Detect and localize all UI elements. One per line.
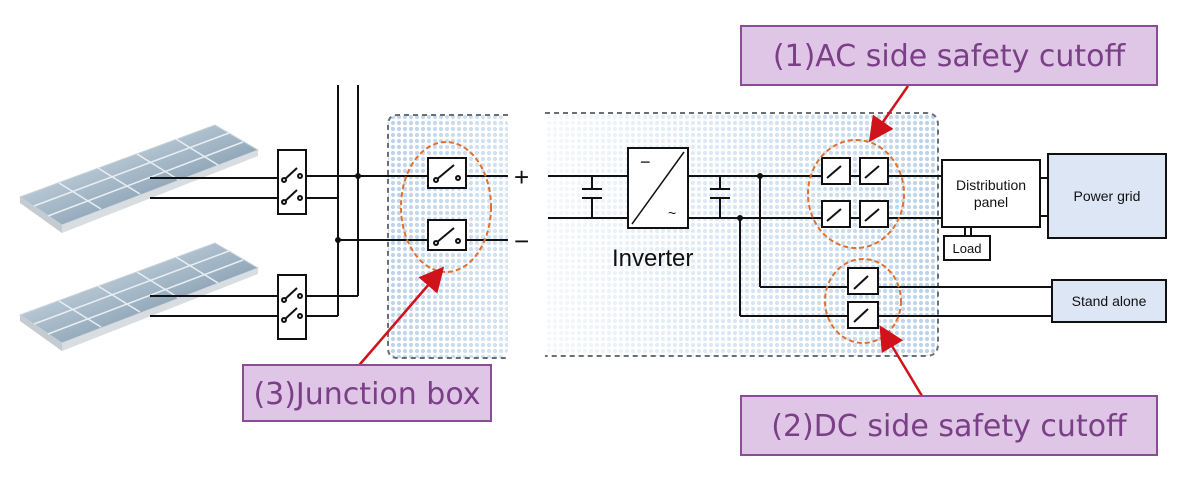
callout-dc-cutoff-text: (2)DC side safety cutoff [771,409,1128,444]
inverter-block: − ~ [627,147,689,229]
inverter-label: Inverter [612,245,693,272]
solar-panel-bottom [18,242,260,351]
callout-arrows [354,85,924,397]
callout-dc-cutoff: (2)DC side safety cutoff [740,395,1158,456]
string-switch-bottom [277,274,307,340]
ac-cutoff-switches [821,157,889,228]
callout-junction-box: (3)Junction box [242,364,492,422]
callout-ac-cutoff: (1)AC side safety cutoff [740,25,1158,86]
load-box: Load [943,235,991,261]
solar-panel-top [18,124,260,233]
inverter-ac-symbol: ~ [668,205,676,221]
dc-cutoff-switches [847,267,879,329]
distribution-label-line1: Distribution [956,177,1026,193]
inverter-area [545,112,939,357]
junction-switch-negative [427,219,467,251]
string-switch-top [277,149,307,215]
callout-ac-cutoff-text: (1)AC side safety cutoff [773,39,1127,74]
highlight-ellipses [400,139,905,344]
stand-alone-box: Stand alone [1051,279,1167,323]
inverter-dc-symbol: − [640,152,651,172]
load-label: Load [953,241,982,256]
distribution-label-line2: panel [974,194,1008,210]
polarity-minus-label: − [514,226,529,256]
power-grid-label: Power grid [1074,188,1141,204]
polarity-plus-label: + [514,162,529,192]
distribution-panel: Distribution panel [941,159,1041,228]
wiring [150,85,1052,317]
stand-alone-label: Stand alone [1072,293,1147,309]
callout-junction-box-text: (3)Junction box [253,377,480,412]
power-grid-box: Power grid [1047,153,1167,239]
wire-junction-dots [335,173,763,243]
junction-switch-positive [427,157,467,189]
